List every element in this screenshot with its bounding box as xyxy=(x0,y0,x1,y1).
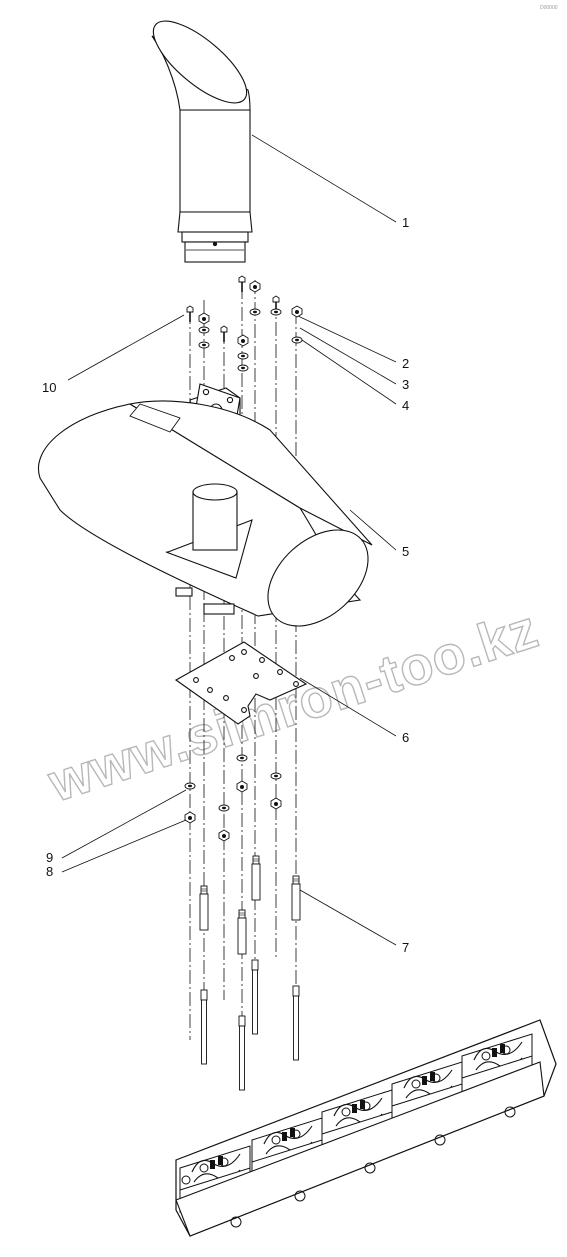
gasket-plate xyxy=(174,641,308,725)
leader-lines xyxy=(61,134,397,946)
watermark-text: www.simron-too.kz xyxy=(41,599,546,814)
callout-labels: 1 2 3 4 5 6 7 8 9 10 xyxy=(42,215,409,955)
callout-2: 2 xyxy=(402,356,409,371)
callout-10: 10 xyxy=(42,380,56,395)
callout-9: 9 xyxy=(46,850,53,865)
callout-1: 1 xyxy=(402,215,409,230)
cylinder-head xyxy=(175,1019,557,1237)
callout-3: 3 xyxy=(402,377,409,392)
callout-8: 8 xyxy=(46,864,53,879)
callout-6: 6 xyxy=(402,730,409,745)
exhaust-stack-pipe xyxy=(151,20,253,263)
callout-7: 7 xyxy=(402,940,409,955)
corner-mark: D00000 xyxy=(540,5,558,11)
callout-5: 5 xyxy=(402,544,409,559)
studs xyxy=(199,855,301,1091)
callout-4: 4 xyxy=(402,398,409,413)
muffler xyxy=(38,383,373,627)
